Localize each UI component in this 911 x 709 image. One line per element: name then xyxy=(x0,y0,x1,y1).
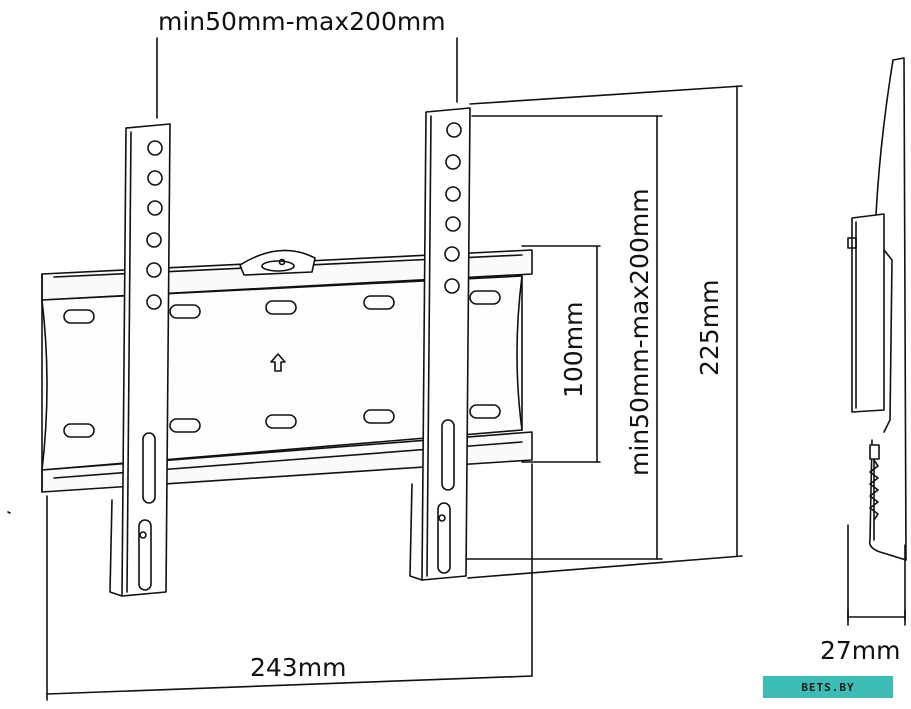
range-height-label: min50mm-max200mm xyxy=(625,188,654,476)
plate-slots-lower xyxy=(63,404,501,438)
top-width-label: min50mm-max200mm xyxy=(158,7,446,36)
left-vertical-bracket xyxy=(109,123,171,597)
overall-height-label: 225mm xyxy=(695,280,724,376)
side-profile-view xyxy=(847,57,907,626)
top-dimension-lines xyxy=(156,37,458,119)
side-dimension-lines xyxy=(465,85,743,579)
plate-slots-upper xyxy=(63,290,501,324)
right-vertical-bracket xyxy=(409,107,471,581)
watermark-text: BETS.BY xyxy=(801,680,855,694)
plate-height-label: 100mm xyxy=(559,302,588,398)
overall-width-label: 243mm xyxy=(250,653,346,682)
watermark-badge: BETS.BY xyxy=(763,676,893,698)
bottom-dimension-lines xyxy=(46,463,533,701)
depth-label: 27mm xyxy=(820,636,901,665)
up-arrow-icon xyxy=(270,353,286,372)
stray-mark xyxy=(7,511,11,514)
